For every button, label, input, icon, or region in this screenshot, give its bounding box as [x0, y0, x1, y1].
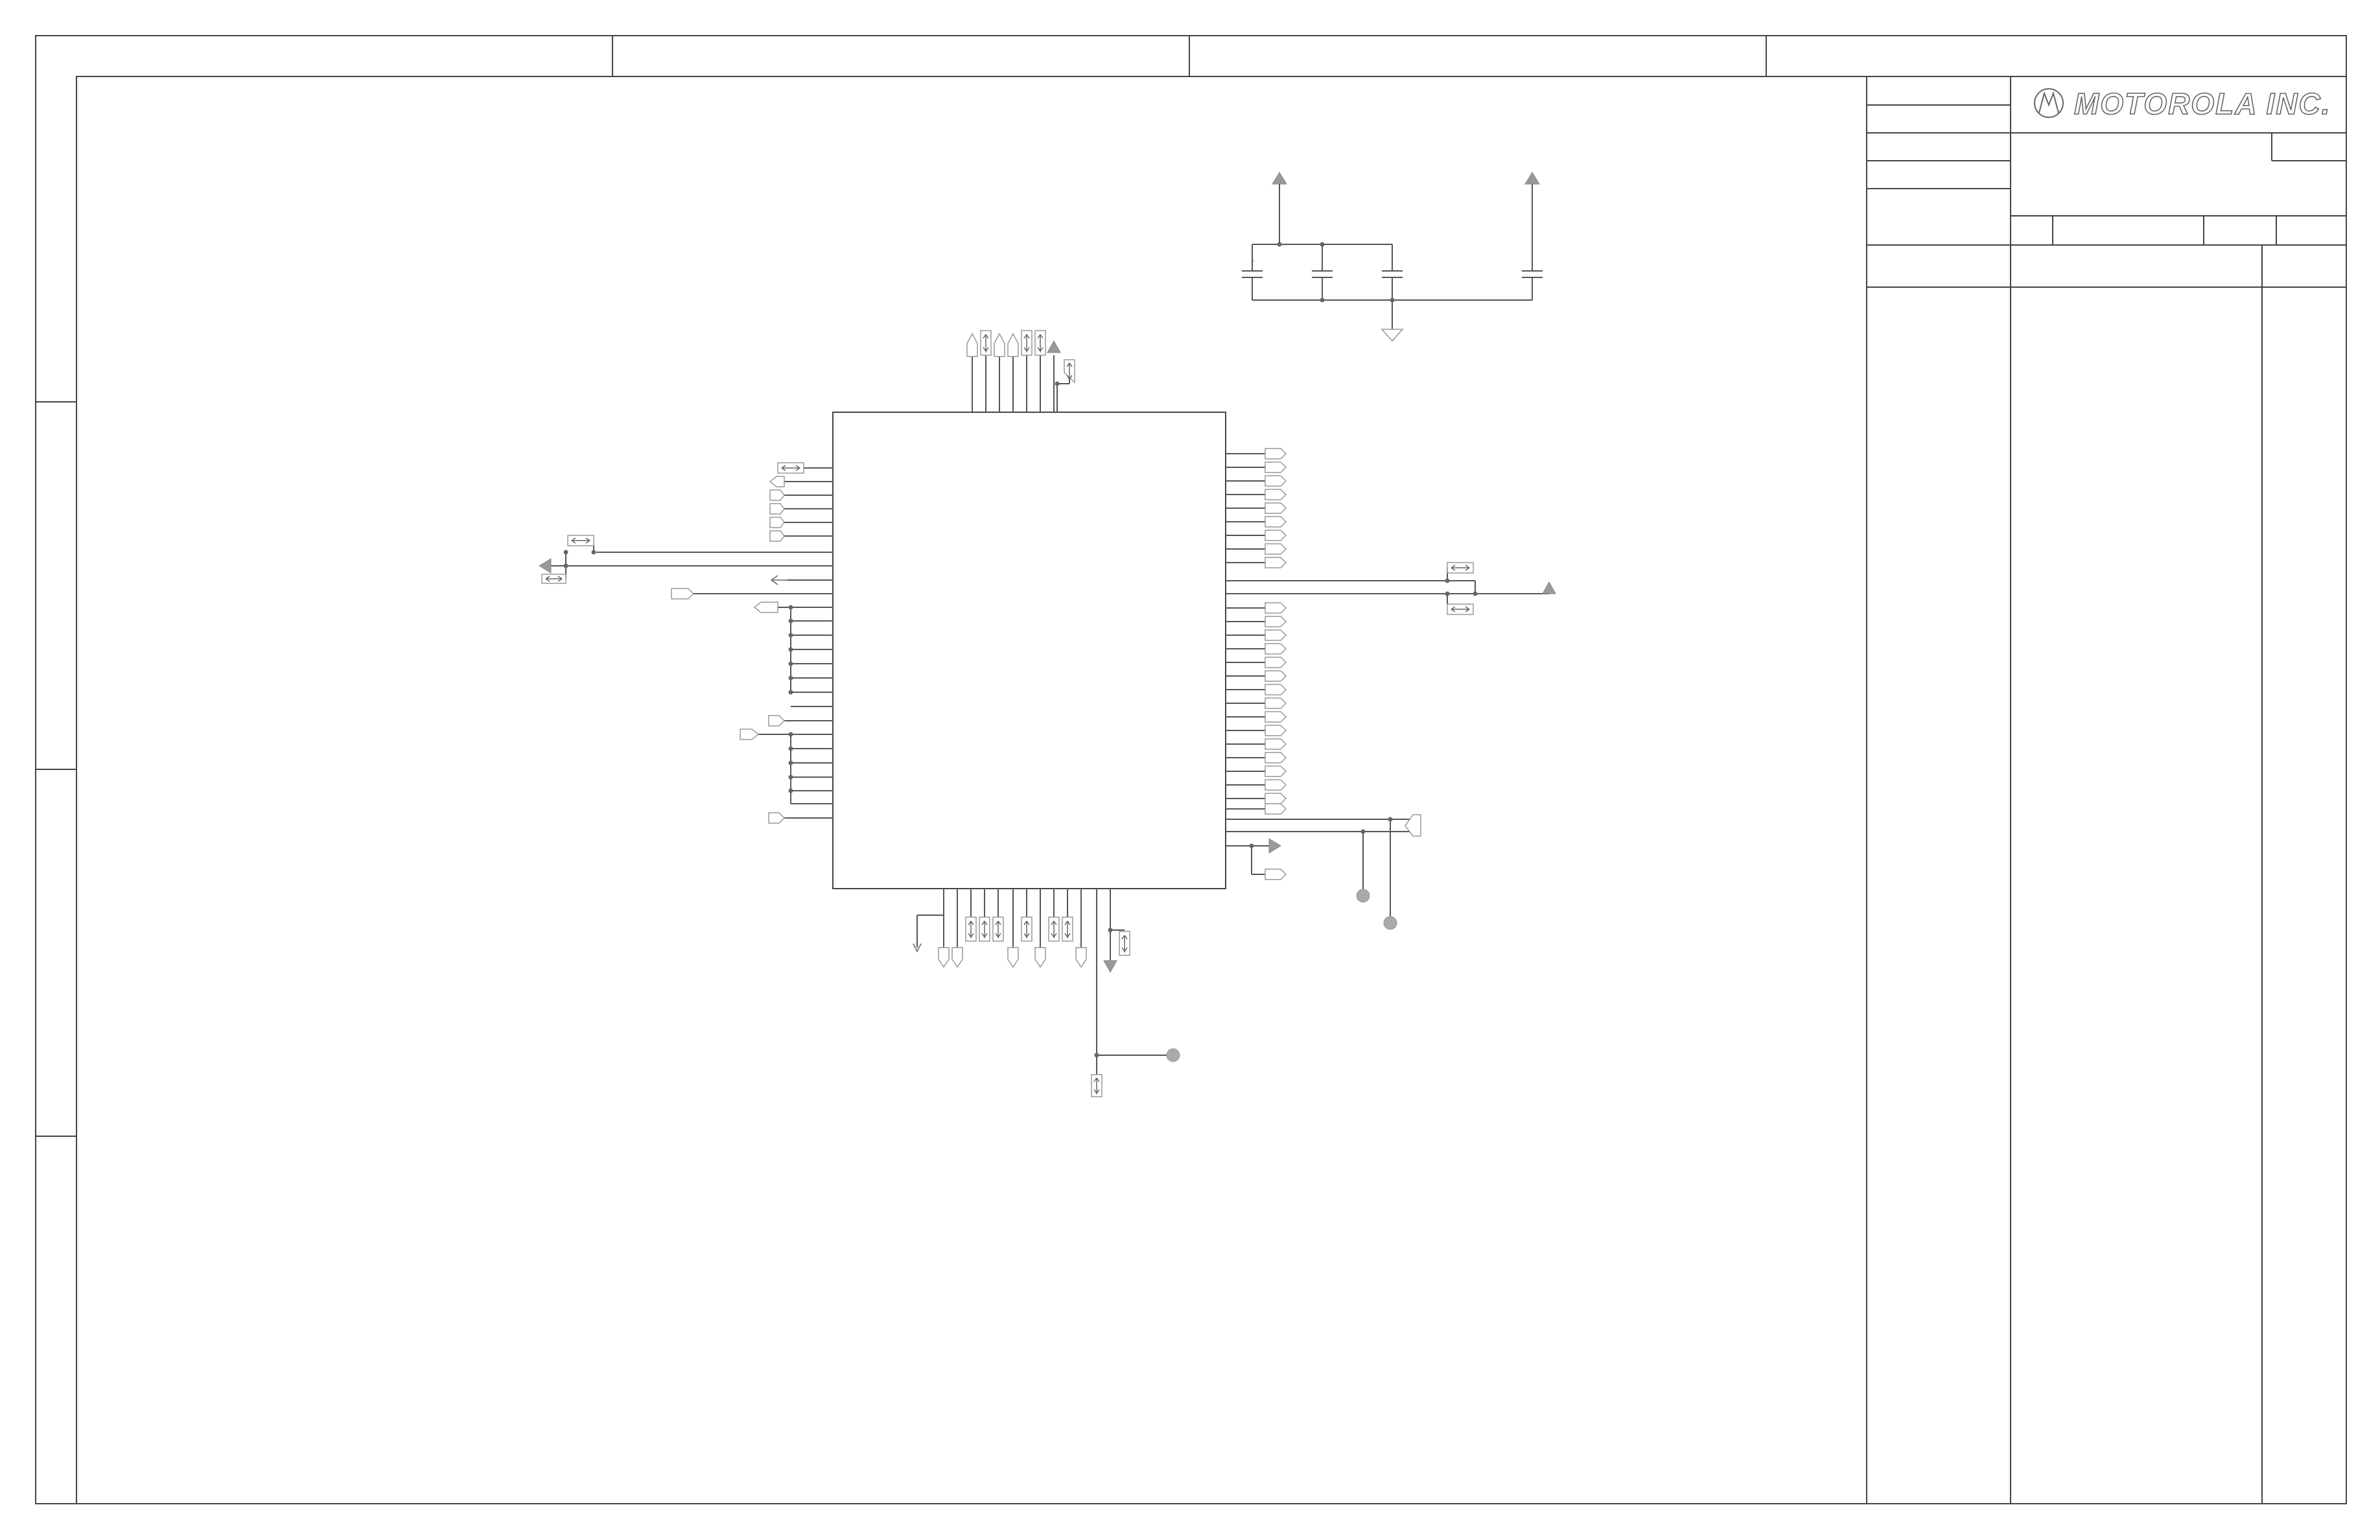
ic-body: [832, 412, 1226, 889]
ic-bottom-pins: [913, 889, 1180, 1097]
test-point-icon: [1383, 916, 1397, 930]
power-arrow-icon: [1047, 340, 1061, 353]
company-name: MOTOROLA INC.: [2074, 87, 2331, 121]
title-block: [1866, 76, 2346, 1504]
ic-left-pins: [539, 462, 833, 824]
power-arrow-icon: [1103, 960, 1117, 974]
ic-right-pins: [1226, 448, 1556, 930]
power-arrow-icon: [539, 558, 552, 574]
ic-package: [539, 330, 1556, 1097]
test-point-icon: [1356, 889, 1370, 903]
ic-top-pins: [966, 330, 1075, 412]
power-arrow-icon: [1268, 838, 1281, 854]
test-point-icon: [1166, 1048, 1180, 1062]
power-arrow-icon: [1524, 172, 1540, 185]
drawing-frame: [35, 35, 2347, 1504]
ground-icon: [1381, 329, 1404, 342]
decoupling-capacitors: +: [1242, 172, 1543, 342]
capacitor-polarity: +: [1251, 258, 1255, 265]
motorola-batwing-logo-icon: [2034, 88, 2064, 118]
power-arrow-icon: [1542, 581, 1556, 594]
power-arrow-icon: [1272, 172, 1287, 185]
motorola-logo: MOTOROLA INC.: [2034, 86, 2331, 121]
